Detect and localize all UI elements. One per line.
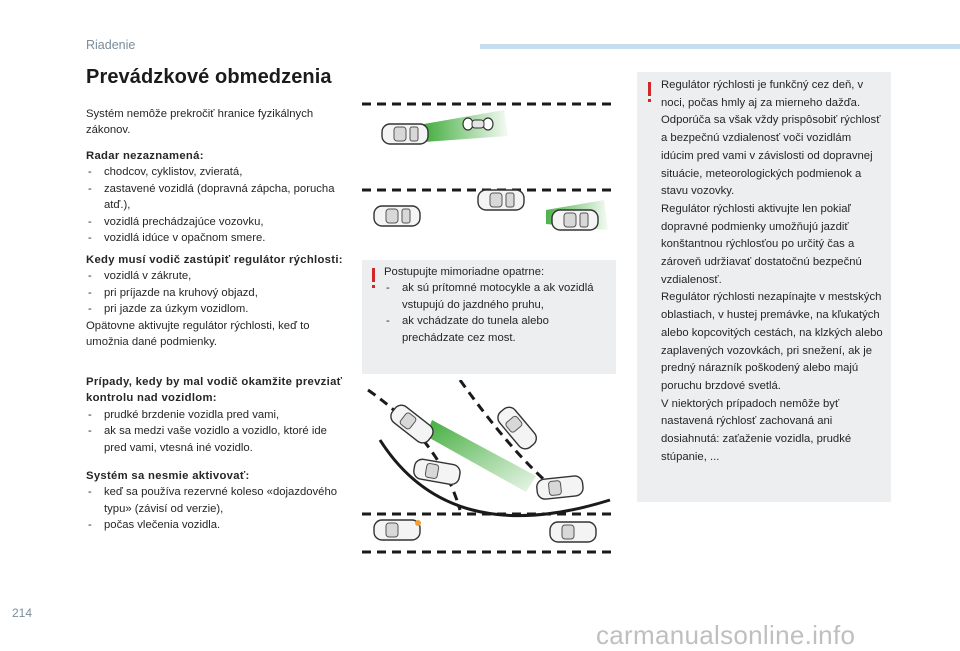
list-item: -počas vlečenia vozidla. [88,519,221,532]
list-item: -zastavené vozidlá (dopravná zápcha, por… [88,182,335,212]
car-icon [373,205,421,227]
list-item: -keď sa používa rezervné koleso «dojazdo… [88,486,338,515]
list-item: -prudké brzdenie vozidla pred vami, [88,408,280,421]
list-item: -ak vchádzate do tunela alebo prechádzat… [386,315,549,344]
list-item: -ak sú prítomné motocykle a ak vozidlá v… [386,282,594,311]
warning-icon [648,82,651,102]
warning-icon [372,268,375,288]
header-accent-bar [480,44,960,49]
list-item: -vozidlá v zákrute, [88,270,192,283]
watermark: carmanualsonline.info [596,620,856,650]
noactivate-section: Systém sa nesmie aktivovať: -keď sa použ… [86,468,346,534]
page-number: 214 [12,606,33,620]
list-item: -chodcov, cyklistov, zvieratá, [88,166,243,179]
car-icon [381,123,429,145]
override-heading: Kedy musí vodič zastúpiť regulátor rýchl… [86,254,343,266]
curve-edge [378,439,611,518]
list-item: -pri príjazde na kruhový objazd, [88,286,258,299]
radar-illustration-curve [362,380,616,554]
list-item: -ak sa medzi vaše vozidlo a vozidlo, kto… [88,425,327,454]
warning-lead: Postupujte mimoriadne opatrne: [384,266,545,278]
warning-paragraph: Regulátor rýchlosti aktivujte len pokiaľ… [661,202,862,286]
section-label: Riadenie [86,38,136,52]
takeover-section: Prípady, kedy by mal vodič okamžite prev… [86,374,346,456]
warning-paragraph: Regulátor rýchlosti je funkčný cez deň, … [661,79,881,198]
radar-beam [426,420,536,492]
warning-paragraph: Regulátor rýchlosti nezapínajte v mestsk… [661,291,883,392]
radar-illustration-straight [362,102,616,231]
car-icon [413,458,461,486]
car-icon [390,404,434,444]
noactivate-heading: Systém sa nesmie aktivovať: [86,470,250,482]
car-icon [497,406,537,450]
list-item: -vozidlá idúce v opačnom smere. [88,232,266,245]
warning-paragraph: V niektorých prípadoch nemôže byť nastav… [661,397,852,463]
override-section: Kedy musí vodič zastúpiť regulátor rýchl… [86,252,346,350]
warning-box-middle: Postupujte mimoriadne opatrne: -ak sú pr… [362,260,616,374]
curve-lane-line [367,388,462,511]
curve-lane-line [458,380,551,487]
override-note: Opätovne aktivujte regulátor rýchlosti, … [86,319,310,349]
car-icon [549,521,597,543]
radar-section: Radar nezaznamená: -chodcov, cyklistov, … [86,148,346,246]
car-icon [536,475,584,500]
intro-paragraph: Systém nemôže prekročiť hranice fyzikáln… [86,108,314,137]
warning-box-right: Regulátor rýchlosti je funkčný cez deň, … [637,72,891,502]
car-icon [373,519,421,541]
page-title: Prevádzkové obmedzenia [86,66,332,88]
car-icon [477,189,525,211]
takeover-heading: Prípady, kedy by mal vodič okamžite prev… [86,376,343,405]
radar-heading: Radar nezaznamená: [86,150,204,162]
car-icon [551,209,599,231]
list-item: -pri jazde za úzkym vozidlom. [88,303,249,316]
motorcycle-icon [462,117,494,131]
list-item: -vozidlá prechádzajúce vozovku, [88,215,264,228]
